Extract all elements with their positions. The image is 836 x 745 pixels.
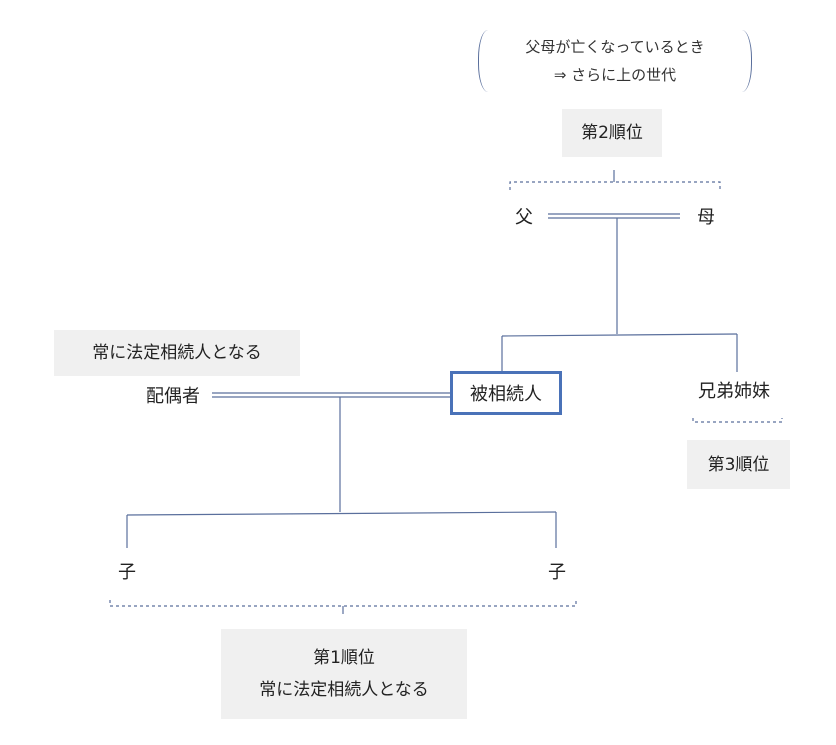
decedent-label: 被相続人 [470,384,542,405]
rank1-bracket [109,600,577,607]
rank3-label: 第3順位 [707,454,770,475]
siblings-horizontal-line [501,333,738,337]
rank3-bracket [692,418,783,423]
ancestor-note-line2: ⇒ さらに上の世代 [553,66,677,84]
spouse-label: 配偶者 [146,386,200,407]
rank1-always-heir-label: 常に法定相続人となる [259,680,429,700]
spouse-always-heir-box: 常に法定相続人となる [54,330,300,376]
decedent-box: 被相続人 [450,371,562,415]
siblings-label: 兄弟姉妹 [698,381,770,402]
ancestor-note-line1: 父母が亡くなっているとき [525,38,705,56]
ancestor-note: 父母が亡くなっているとき ⇒ さらに上の世代 [478,30,752,92]
rank2-label: 第2順位 [581,123,643,143]
children-horizontal-line [126,511,557,516]
rank1-box: 第1順位 常に法定相続人となる [221,629,467,719]
child-right-label: 子 [548,562,566,583]
rank2-bracket [509,181,721,190]
mother-label: 母 [697,207,715,228]
rank3-box: 第3順位 [687,440,790,489]
father-label: 父 [515,207,533,228]
rank1-label: 第1順位 [313,648,375,668]
child-left-label: 子 [118,562,136,583]
rank2-box: 第2順位 [562,109,662,157]
spouse-always-heir-label: 常に法定相続人となる [92,343,262,363]
